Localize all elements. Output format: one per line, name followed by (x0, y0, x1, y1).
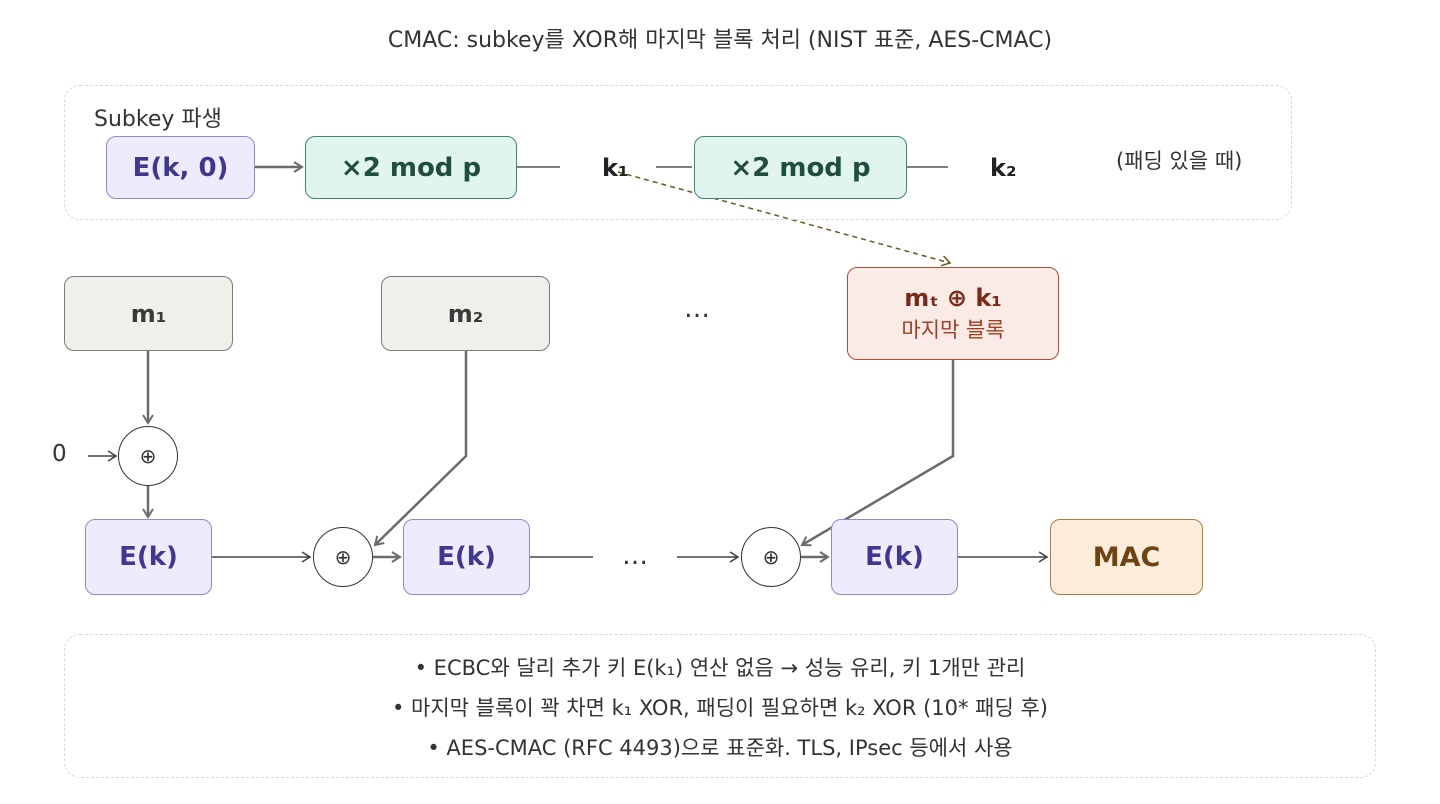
last-block-sub-label: 마지막 블록 (901, 317, 1005, 342)
encrypt-block-3: E(k) (831, 519, 958, 595)
note-item-2: • 마지막 블록이 꽉 차면 k₁ XOR, 패딩이 필요하면 k₂ XOR (… (391, 696, 1048, 720)
last-message-block: mₜ ⊕ k₁ 마지막 블록 (847, 267, 1059, 360)
arrow-last-to-xor3 (800, 360, 955, 547)
note-item-1: • ECBC와 달리 추가 키 E(k₁) 연산 없음 → 성능 유리, 키 1… (414, 656, 1026, 680)
mul-box-2: ×2 mod p (694, 136, 907, 199)
encrypt-block-2-label: E(k) (437, 542, 496, 572)
arrow-m2-to-xor2 (373, 351, 468, 547)
message-block-m2: m₂ (381, 276, 550, 351)
last-block-main-label: mₜ ⊕ k₁ (904, 283, 1002, 312)
note-item-3: • AES-CMAC (RFC 4493)으로 표준화. TLS, IPsec … (427, 736, 1013, 760)
iv-zero-label: 0 (52, 441, 67, 467)
mul-box-1-label: ×2 mod p (340, 152, 482, 183)
notes-list: • ECBC와 달리 추가 키 E(k₁) 연산 없음 → 성능 유리, 키 1… (64, 634, 1376, 778)
dashed-arrow-k1-to-last-block (617, 171, 952, 267)
padding-note: (패딩 있을 때) (1116, 149, 1243, 173)
xor-circle-3: ⊕ (741, 527, 801, 587)
mul-box-1: ×2 mod p (305, 136, 517, 199)
xor-circle-2: ⊕ (313, 527, 373, 587)
encrypt-block-2: E(k) (403, 519, 530, 595)
m1-label: m₁ (130, 299, 167, 328)
notes-panel (64, 634, 1376, 778)
encrypt-block-3-label: E(k) (865, 542, 924, 572)
k2-label: k₂ (990, 154, 1017, 182)
mac-output-box: MAC (1050, 519, 1203, 595)
subkey-enc-box: E(k, 0) (106, 136, 255, 199)
chain-ellipsis: … (622, 541, 648, 571)
k1-label: k₁ (602, 154, 629, 182)
subkey-panel-label: Subkey 파생 (94, 107, 222, 132)
encrypt-block-1: E(k) (85, 519, 212, 595)
message-block-m1: m₁ (64, 276, 233, 351)
subkey-enc-label: E(k, 0) (132, 152, 229, 183)
mul-box-2-label: ×2 mod p (730, 152, 871, 183)
xor-circle-1: ⊕ (118, 426, 178, 486)
m2-label: m₂ (447, 299, 484, 328)
encrypt-block-1-label: E(k) (119, 542, 178, 572)
subkey-panel (64, 85, 1292, 220)
diagram-title: CMAC: subkey를 XOR해 마지막 블록 처리 (NIST 표준, A… (387, 28, 1053, 53)
mac-label: MAC (1092, 541, 1161, 573)
message-ellipsis: … (684, 294, 710, 324)
